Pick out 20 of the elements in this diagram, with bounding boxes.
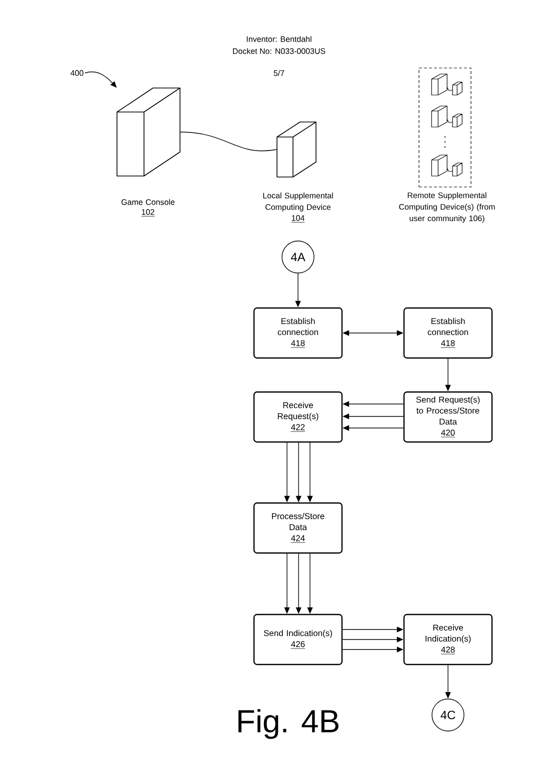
page-number: 5/7 [274, 70, 284, 76]
process-box: Establish connection 418 [403, 307, 493, 359]
figure-caption: Fig. 4B [238, 709, 338, 739]
reference-number: 102 [141, 209, 155, 216]
reference-numeral: 400 [70, 70, 84, 76]
device-drawing [116, 88, 180, 176]
reference-number: 104 [291, 215, 305, 222]
cable-line [180, 132, 278, 152]
caption-text: Local Supplemental Computing Device [263, 192, 333, 212]
process-box: Process/Store Data 424 [253, 502, 343, 554]
process-box: Receive Indication(s) 428 [403, 614, 493, 666]
caption-text: Remote Supplemental Computing Device(s) (from user community 106) [399, 192, 495, 223]
process-box: Receive Request(s) 422 [253, 391, 343, 443]
device-drawing [276, 122, 316, 178]
process-box: Send Request(s) to Process/Store Data 420 [403, 391, 493, 443]
process-box: Send Indication(s) 426 [253, 614, 343, 666]
header-text: Docket No: N033-0003US [233, 48, 326, 54]
header-text: Inventor: Bentdahl [246, 36, 312, 42]
caption-text: Game Console [122, 199, 175, 205]
process-box: Establish connection 418 [253, 307, 343, 359]
